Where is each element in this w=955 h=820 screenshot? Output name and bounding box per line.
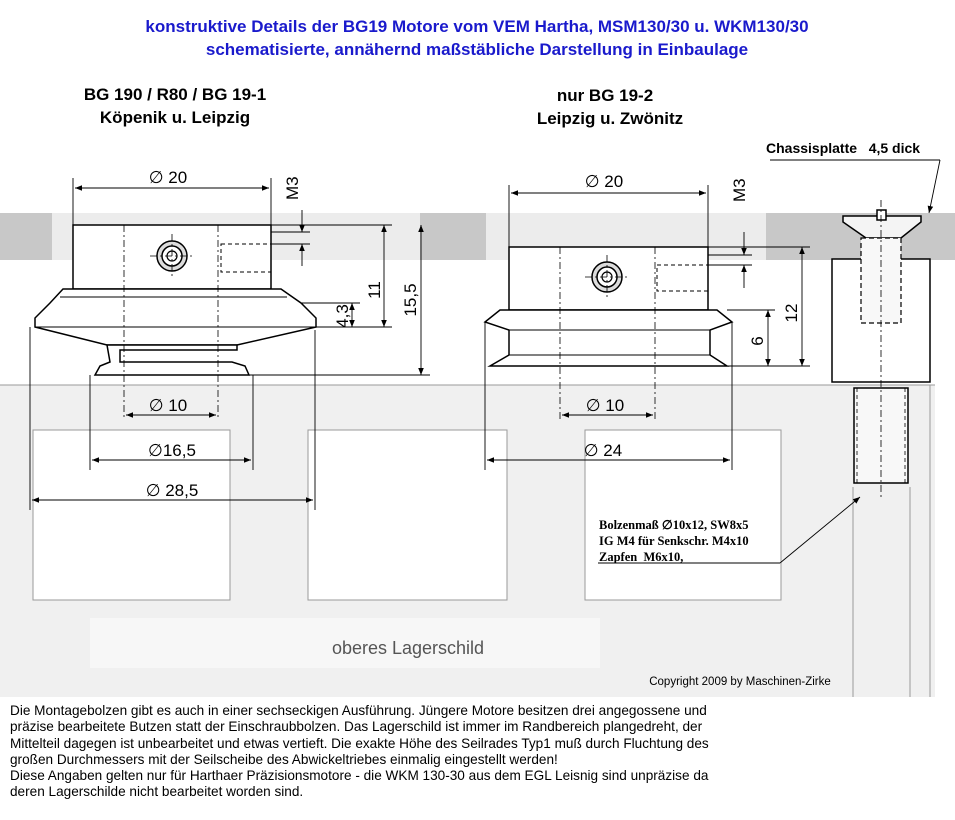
chassis-label: Chassisplatte 4,5 dick (766, 140, 920, 156)
right-centerlines (559, 247, 656, 420)
copyright: Copyright 2009 by Maschinen-Zirke (649, 676, 831, 688)
left-dim-h15-5: 15,5 (401, 283, 420, 316)
note-line-4: großen Durchmessers mit der Seilscheibe … (10, 751, 558, 767)
chassis-plate (0, 213, 955, 260)
left-dimensions (29, 178, 430, 510)
note-line-5: Diese Angaben gelten nur für Harthaer Pr… (10, 768, 709, 784)
plate-window-2 (307, 429, 508, 601)
title-line-1: konstruktive Details der BG19 Motore vom… (145, 17, 808, 36)
bearing-plate-label: oberes Lagerschild (332, 638, 484, 658)
right-pulley (483, 246, 734, 367)
right-dimensions (484, 185, 810, 470)
left-heading-1: BG 190 / R80 / BG 19-1 (84, 85, 266, 104)
bolt-spec-2: IG M4 für Senkschr. M4x10 (599, 534, 749, 548)
bolt-leaders (598, 159, 941, 564)
note-line-2: präzise bearbeitete Butzen statt der Ein… (10, 719, 703, 735)
right-dim-d10: ∅ 10 (586, 396, 624, 415)
left-dim-d16-5: ∅16,5 (148, 441, 196, 460)
right-dim-d24: ∅ 24 (584, 441, 622, 460)
right-heading-2: Leipzig u. Zwönitz (537, 109, 683, 128)
left-dim-m3: M3 (283, 176, 302, 200)
bolt-spec-3: Zapfen M6x10, (599, 550, 683, 564)
plate-window-1 (32, 429, 231, 601)
bolt-spec-1: Bolzenmaß ∅10x12, SW8x5 (599, 518, 748, 532)
left-dim-h4-3: 4,3 (333, 304, 352, 328)
left-dim-d10: ∅ 10 (149, 396, 187, 415)
right-dim-m3: M3 (730, 178, 749, 202)
right-dim-d20: ∅ 20 (585, 172, 623, 191)
title-line-2: schematisierte, annähernd maßstäbliche D… (206, 40, 748, 59)
right-dim-h6: 6 (748, 336, 767, 345)
note-line-1: Die Montagebolzen gibt es auch in einer … (10, 703, 707, 718)
right-dim-h12: 12 (782, 304, 801, 323)
note-line-6: deren Lagerschilde nicht bearbeitet word… (10, 784, 304, 800)
left-centerlines (123, 225, 219, 420)
left-dim-d28-5: ∅ 28,5 (146, 481, 199, 500)
left-dim-d20: ∅ 20 (149, 168, 187, 187)
left-dim-h11: 11 (365, 281, 384, 299)
explanatory-notes: Die Montagebolzen gibt es auch in einer … (10, 703, 945, 801)
note-line-3: Mittelteil dagegen ist unbearbeitet und … (10, 735, 709, 751)
right-heading-1: nur BG 19-2 (557, 86, 653, 105)
left-heading-2: Köpenik u. Leipzig (100, 108, 250, 127)
